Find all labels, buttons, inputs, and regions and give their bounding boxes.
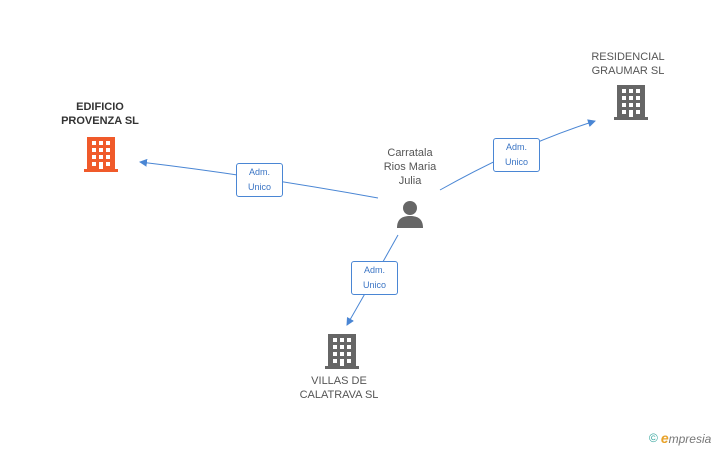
person-label: Carratala Rios Maria Julia [383, 147, 437, 187]
copyright-symbol: © [649, 431, 658, 445]
edge-label-edificio: Adm. Unico [236, 163, 283, 197]
edge-label-villas: Adm. Unico [351, 261, 398, 295]
company-label-edificio: EDIFICIO PROVENZA SL [61, 101, 139, 127]
person-icon[interactable] [396, 200, 424, 228]
building-icon[interactable] [325, 333, 359, 369]
brand-initial: e [660, 430, 669, 446]
edge-label-residencial: Adm. Unico [493, 138, 540, 172]
brand-name: mpresia [668, 432, 712, 446]
company-label-residencial: RESIDENCIAL GRAUMAR SL [591, 51, 665, 77]
building-icon[interactable] [84, 136, 118, 172]
company-label-villas: VILLAS DE CALATRAVA SL [299, 375, 379, 401]
building-icon[interactable] [614, 84, 648, 120]
empresia-logo[interactable]: © empresia [649, 430, 711, 446]
